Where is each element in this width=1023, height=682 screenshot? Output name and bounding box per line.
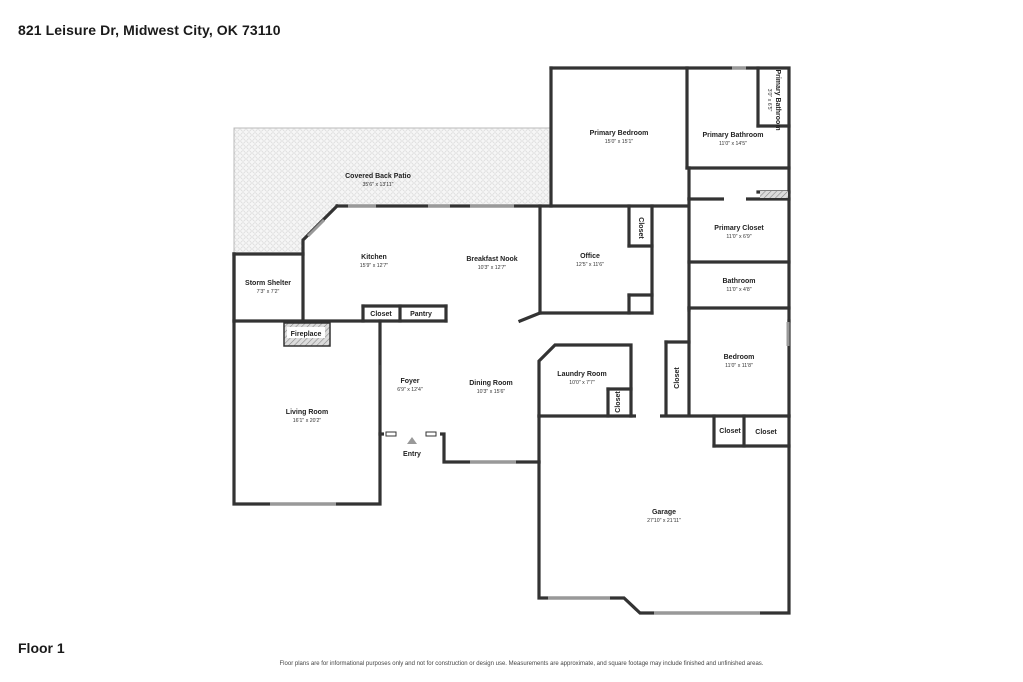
room-dims-dining-room: 10'3" x 15'6" xyxy=(477,389,506,395)
room-name-bathroom: Bathroom xyxy=(722,278,755,285)
room-name-kitchen: Kitchen xyxy=(361,254,387,261)
room-name-laundry-room: Laundry Room xyxy=(557,371,606,378)
pantry-label: Pantry xyxy=(410,311,432,318)
entry-label: Entry xyxy=(403,451,421,458)
room-dims-breakfast-nook: 10'3" x 12'7" xyxy=(478,265,507,271)
room-dims-kitchen: 15'9" x 12'7" xyxy=(360,263,389,269)
kitchen-closet-label: Closet xyxy=(370,311,392,318)
room-name-primary-closet: Primary Closet xyxy=(714,225,764,232)
disclaimer-text: Floor plans are for informational purpos… xyxy=(279,661,764,667)
entry-arrow-icon xyxy=(407,437,417,444)
room-name-bedroom: Bedroom xyxy=(724,354,755,361)
room-dims-primary-bathroom-small: 3'0" x 6'5" xyxy=(766,89,772,112)
hall-closet-label: Closet xyxy=(674,367,681,389)
room-dims-primary-closet: 11'0" x 6'9" xyxy=(726,234,751,240)
room-name-primary-bathroom-small: Primary Bathroom xyxy=(774,69,781,130)
vanity-hatch xyxy=(760,191,788,198)
windows xyxy=(270,66,790,615)
room-name-dining-room: Dining Room xyxy=(469,380,513,387)
interior-walls xyxy=(232,66,791,448)
room-dims-covered-back-patio: 35'6" x 13'11" xyxy=(363,182,394,188)
room-name-foyer: Foyer xyxy=(400,378,419,385)
floor-label: Floor 1 xyxy=(18,640,65,656)
garage-closet-left-label: Closet xyxy=(719,428,741,435)
room-dims-primary-bathroom: 11'0" x 14'5" xyxy=(719,141,747,147)
fireplace-label: Fireplace xyxy=(291,331,322,338)
room-dims-primary-bedroom: 15'0" x 15'1" xyxy=(605,139,634,145)
room-name-garage: Garage xyxy=(652,509,676,516)
room-name-covered-back-patio: Covered Back Patio xyxy=(345,173,411,180)
room-name-living-room: Living Room xyxy=(286,409,328,416)
room-name-primary-bedroom: Primary Bedroom xyxy=(590,130,649,137)
room-name-storm-shelter: Storm Shelter xyxy=(245,280,291,287)
room-dims-laundry-room: 10'0" x 7'7" xyxy=(569,380,595,386)
room-dims-bathroom: 11'0" x 4'8" xyxy=(726,287,751,293)
room-dims-storm-shelter: 7'3" x 7'2" xyxy=(257,289,280,295)
room-dims-garage: 27'10" x 21'11" xyxy=(647,518,681,524)
fireplace-label-bg xyxy=(287,327,325,338)
doorways xyxy=(379,197,746,437)
room-dims-foyer: 6'9" x 12'4" xyxy=(397,387,423,393)
room-name-primary-bathroom: Primary Bathroom xyxy=(702,132,763,139)
covered-back-patio-area xyxy=(233,127,551,255)
room-dims-living-room: 16'1" x 20'2" xyxy=(293,418,322,424)
laundry-closet-label: Closet xyxy=(615,391,622,413)
garage-closet-right-label: Closet xyxy=(755,429,777,436)
property-address: 821 Leisure Dr, Midwest City, OK 73110 xyxy=(18,22,281,38)
room-name-office: Office xyxy=(580,253,600,260)
room-name-breakfast-nook: Breakfast Nook xyxy=(466,256,517,263)
room-dims-bedroom: 11'0" x 11'8" xyxy=(725,363,753,369)
room-dims-office: 12'5" x 11'6" xyxy=(576,262,604,268)
office-closet-label: Closet xyxy=(637,217,644,239)
